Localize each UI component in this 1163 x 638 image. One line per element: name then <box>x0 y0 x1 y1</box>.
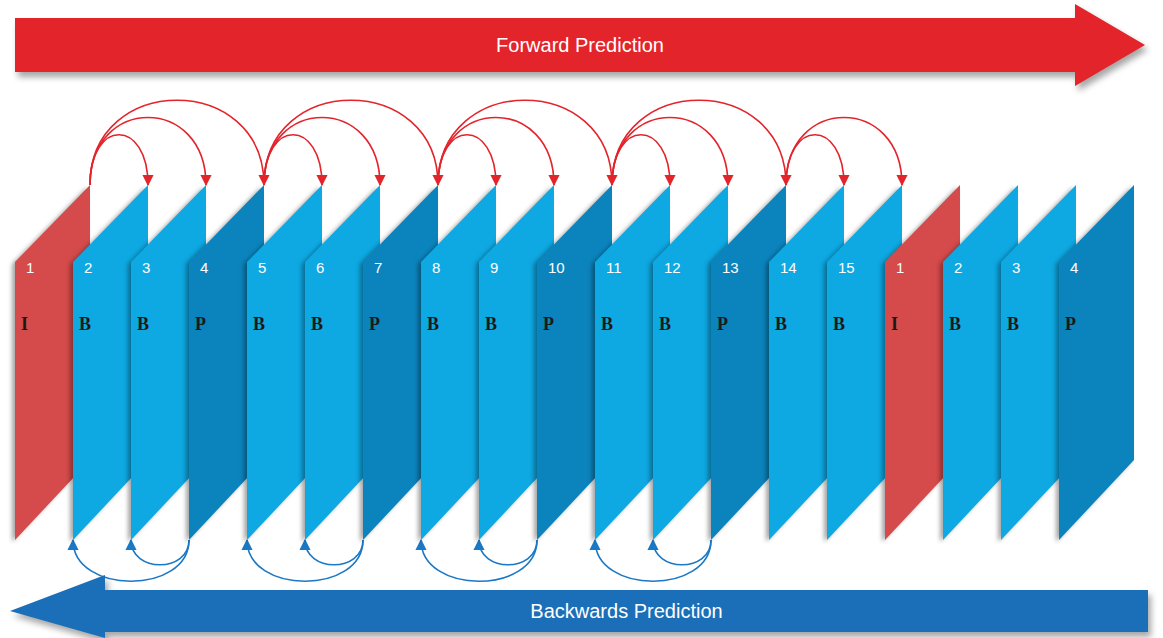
frame-type-letter: P <box>195 314 225 335</box>
shape-fill <box>15 4 1145 86</box>
banner-label: Backwards Prediction <box>530 600 722 623</box>
backward-prediction-arc <box>595 540 711 581</box>
banner-text-holder: Backwards Prediction <box>105 590 1148 632</box>
frame-type-letter: B <box>949 314 979 335</box>
frame-type-letter: B <box>79 314 109 335</box>
frame-type-letter: B <box>253 314 283 335</box>
frame-number: 7 <box>374 259 404 276</box>
banner-text-holder: Forward Prediction <box>15 18 1145 72</box>
frame-type-letter: B <box>601 314 631 335</box>
frame-type-letter: P <box>717 314 747 335</box>
forward-prediction-arc <box>438 118 554 186</box>
frame-type-letter: I <box>21 314 51 335</box>
shape-outline <box>1059 185 1134 540</box>
frame-number: 10 <box>548 259 578 276</box>
frame-number: 11 <box>606 259 636 276</box>
forward-prediction-arc <box>612 118 728 186</box>
forward-prediction-arc <box>90 118 206 186</box>
forward-prediction-arc <box>786 135 844 185</box>
forward-prediction-arc <box>264 118 380 186</box>
frame-type-letter: B <box>1007 314 1037 335</box>
frame-type-letter: P <box>1065 314 1095 335</box>
frame-number: 9 <box>490 259 520 276</box>
backward-prediction-arc <box>479 540 537 565</box>
frame-type-letter: B <box>833 314 863 335</box>
forward-prediction-arc <box>786 118 902 186</box>
frame-type-letter: B <box>659 314 689 335</box>
frame-number: 2 <box>954 259 984 276</box>
frame-number: 4 <box>1070 259 1100 276</box>
frame-type-letter: B <box>775 314 805 335</box>
frame-number: 13 <box>722 259 752 276</box>
prediction-banner: Backwards Prediction <box>10 570 1148 638</box>
forward-prediction-arc <box>438 135 496 185</box>
forward-prediction-arc <box>612 100 786 185</box>
shape-fill <box>1059 185 1134 540</box>
frame-number: 8 <box>432 259 462 276</box>
frame-type-letter: P <box>543 314 573 335</box>
frame-number: 3 <box>1012 259 1042 276</box>
forward-prediction-arc <box>90 100 264 185</box>
backward-prediction-arc <box>653 540 711 565</box>
backward-prediction-arc <box>73 540 189 581</box>
video-frame: 4P <box>1059 185 1134 540</box>
prediction-banner: Forward Prediction <box>15 4 1145 88</box>
frame-number: 3 <box>142 259 172 276</box>
frame-type-letter: B <box>485 314 515 335</box>
frame-number: 2 <box>84 259 114 276</box>
forward-prediction-arc <box>438 100 612 185</box>
frame-type-letter: B <box>311 314 341 335</box>
frame-number: 1 <box>896 259 926 276</box>
frame-number: 4 <box>200 259 230 276</box>
backward-prediction-arc <box>247 540 363 581</box>
frame-number: 12 <box>664 259 694 276</box>
backward-prediction-arc <box>131 540 189 565</box>
frame-number: 14 <box>780 259 810 276</box>
frame-type-letter: B <box>427 314 457 335</box>
frame-type-letter: P <box>369 314 399 335</box>
shape-fill <box>10 575 1148 638</box>
frame-number: 6 <box>316 259 346 276</box>
frame-type-letter: I <box>891 314 921 335</box>
forward-prediction-arc <box>264 135 322 185</box>
forward-prediction-arc <box>612 135 670 185</box>
forward-prediction-arc <box>90 135 148 185</box>
backward-prediction-arc <box>305 540 363 565</box>
backward-prediction-arc <box>421 540 537 581</box>
frame-number: 5 <box>258 259 288 276</box>
frame-number: 15 <box>838 259 868 276</box>
frame-type-letter: B <box>137 314 167 335</box>
banner-label: Forward Prediction <box>496 34 664 57</box>
frame-number: 1 <box>26 259 56 276</box>
forward-prediction-arc <box>264 100 438 185</box>
